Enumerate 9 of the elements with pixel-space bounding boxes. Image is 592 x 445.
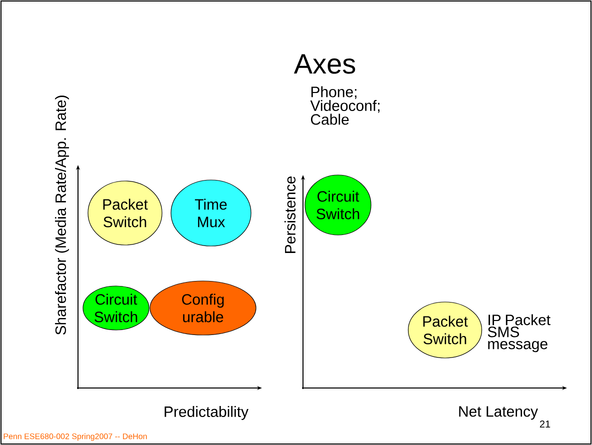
axis-label: Sharefactor (Media Rate/App. Rate) — [55, 96, 69, 335]
footer: Penn ESE680-002 Spring2007 -- DeHon — [4, 433, 147, 441]
axis-label: Persistence — [284, 176, 296, 253]
note: Phone; Videoconf; Cable — [310, 86, 380, 125]
page-number: 21 — [540, 420, 550, 428]
axis-label: Predictability — [164, 406, 248, 420]
note: IP Packet SMS message — [488, 314, 550, 352]
axis-label: Net Latency — [459, 406, 538, 420]
title: Axes — [294, 54, 356, 74]
